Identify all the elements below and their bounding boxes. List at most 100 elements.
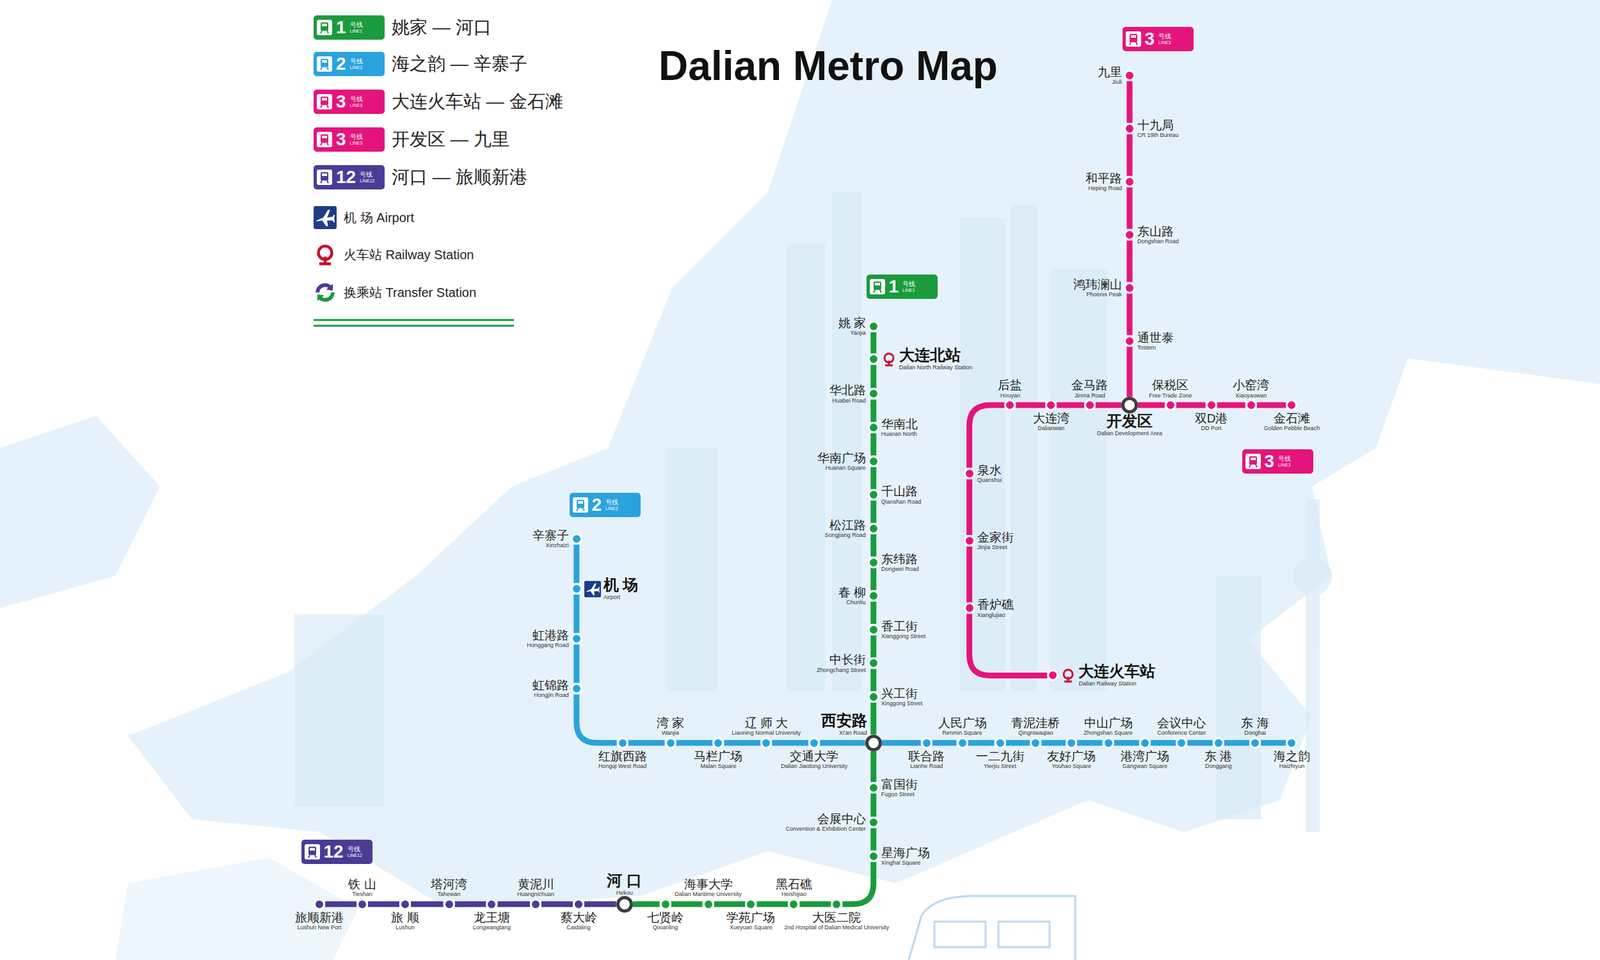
station-dot: 泉水Quanshui	[963, 467, 976, 480]
line-tag-en: LINE12	[359, 178, 375, 184]
metro-line-segment	[628, 739, 665, 746]
station-name-en: CR 19th Bureau	[1137, 131, 1179, 139]
station-name-en: Donggang	[1204, 762, 1232, 770]
station-name: 旅顺新港	[295, 910, 344, 925]
station-label: 东 港Donggang	[1204, 749, 1232, 770]
station-label: 青泥洼桥Qingniwaqiao	[1011, 716, 1060, 737]
metro-line-segment	[410, 901, 444, 907]
train-icon	[304, 844, 320, 860]
train-icon	[572, 497, 589, 513]
line-badge: 2号线LINE2	[569, 492, 641, 518]
line-tag-zh: 号线	[1158, 33, 1172, 41]
line-number: 1	[888, 277, 900, 296]
station-name-en: Songjiang Road	[824, 531, 866, 539]
station-label: 虹港路Honggang Road	[526, 628, 569, 649]
line-number: 2	[592, 496, 603, 514]
metro-line-segment	[1126, 240, 1133, 283]
station-name: 姚 家	[838, 316, 866, 330]
station-name-en: Xinghai Square	[881, 859, 930, 866]
metro-line-segment	[870, 500, 877, 523]
station-dot: 香工街Xianggong Street	[867, 624, 880, 636]
line-tag-zh: 号线	[350, 21, 363, 29]
metro-line-segment	[1126, 187, 1133, 230]
station-name: 大连火车站	[1078, 663, 1156, 681]
station-dot: 青泥洼桥Qingniwaqiao	[1029, 737, 1042, 749]
station-name: 虹锦路	[532, 678, 569, 692]
station-name-en: Jinjia Street	[977, 544, 1014, 551]
station-label: 虹锦路Hongjin Road	[532, 678, 569, 699]
station-name: 海事大学	[674, 877, 742, 891]
station-label: 泉水Quanshui	[977, 463, 1003, 484]
station-label: 星海广场Xinghai Square	[881, 846, 930, 867]
station-text: 千山路Qianshan Road	[881, 484, 922, 505]
metro-line-segment	[966, 479, 973, 536]
line-tag-zh: 号线	[350, 96, 363, 104]
line-tag: 号线LINE1	[902, 280, 916, 293]
metro-line-segment	[969, 405, 1005, 468]
metro-line-segment	[1260, 739, 1286, 746]
train-icon	[316, 131, 333, 148]
legend-text: 火车站 Railway Station	[343, 246, 474, 264]
station-dot: 东 海Donghai	[1249, 737, 1261, 749]
station-label: 会议中心Conference Center	[1157, 716, 1206, 737]
station-label: 大连北站Dalian North Railway Station	[881, 347, 973, 372]
station-name: 松江路	[824, 518, 866, 532]
line-badge: 3号线LINE3	[1122, 26, 1194, 52]
station-name: 星海广场	[881, 846, 930, 860]
station-text: 兴工街Xinggong Street	[881, 686, 923, 708]
station-label: 七贤岭Qixianling	[647, 910, 684, 932]
line-tag: 号线LINE12	[347, 846, 363, 858]
metro-line-segment	[1137, 401, 1165, 408]
railway-icon	[881, 351, 897, 367]
metro-line-segment	[969, 613, 1048, 676]
station-text: 华北路Huabei Road	[829, 384, 866, 405]
station-text: 开发区Dalian Development Area	[1096, 412, 1163, 437]
station-text: 湾 家Wanjia	[656, 716, 685, 737]
station-name-en: Malan Square	[693, 762, 743, 770]
station-label: 春 柳Chunliu	[838, 585, 866, 607]
station-label: 通世泰Tostem	[1137, 330, 1174, 352]
station-name-en: Youhao Square	[1047, 762, 1096, 770]
metro-line-segment	[676, 739, 713, 746]
station-text: 东 海Donghai	[1240, 716, 1269, 737]
station-dot: 富国街Fuguo Street	[867, 782, 880, 794]
station-label: 东纬路Dongwei Road	[881, 552, 920, 573]
station-name: 铁 山	[348, 877, 376, 891]
line-badge: 1号线LINE1	[866, 274, 938, 299]
metro-line-segment	[1126, 293, 1133, 336]
station-name: 大连北站	[899, 347, 973, 365]
station-text: 虹锦路Hongjin Road	[532, 678, 569, 699]
station-name-en: Fuguo Street	[881, 791, 918, 798]
station-text: 金马路Jinma Road	[1071, 378, 1108, 399]
station-dot: 铁 山Tieshan	[356, 898, 368, 911]
metro-line-segment	[870, 635, 877, 658]
station-dot: 学苑广场Xueyuan Square	[744, 898, 757, 911]
station-dot: 保税区Free Trade Zone	[1164, 399, 1177, 411]
station-name-en: Haizhiyun	[1273, 762, 1311, 770]
metro-line-segment	[756, 901, 788, 907]
station-label: 东 海Donghai	[1240, 716, 1269, 737]
station-name-en: Lianhe Road	[908, 762, 945, 770]
station-name: 塔河湾	[430, 877, 468, 891]
station-text: 春 柳Chunliu	[838, 585, 866, 607]
legend-text: 海之韵 — 辛寨子	[391, 51, 528, 77]
station-text: 青泥洼桥Qingniwaqiao	[1011, 716, 1060, 737]
station-label: 黑石礁Heishijiao	[775, 877, 813, 898]
station-dot: 金石滩Golden Pebble Beach	[1285, 399, 1298, 411]
station-name-en: Free Trade Zone	[1148, 392, 1192, 399]
station-text: 一二九街Yierjiu Street	[976, 749, 1025, 770]
metro-line-segment	[714, 901, 746, 907]
station-name-en: Qixianling	[647, 924, 684, 931]
legend-text: 河口 — 旅顺新港	[391, 165, 528, 190]
station-name-en: Dongshan Road	[1137, 238, 1179, 245]
station-label: 香炉礁Xianglujiao	[977, 597, 1014, 619]
line-badge: 3号线LINE3	[313, 89, 385, 114]
station-name: 辽 师 大	[732, 716, 802, 730]
metro-line-segment	[870, 467, 877, 490]
station-label: 黄泥川Huangnichuan	[517, 877, 555, 898]
metro-line-segment	[1056, 401, 1085, 408]
station-label: 和平路Heping Road	[1085, 171, 1122, 192]
station-name: 鸿玮澜山	[1073, 277, 1122, 292]
train-icon	[316, 94, 333, 110]
station-name: 香炉礁	[977, 597, 1014, 612]
